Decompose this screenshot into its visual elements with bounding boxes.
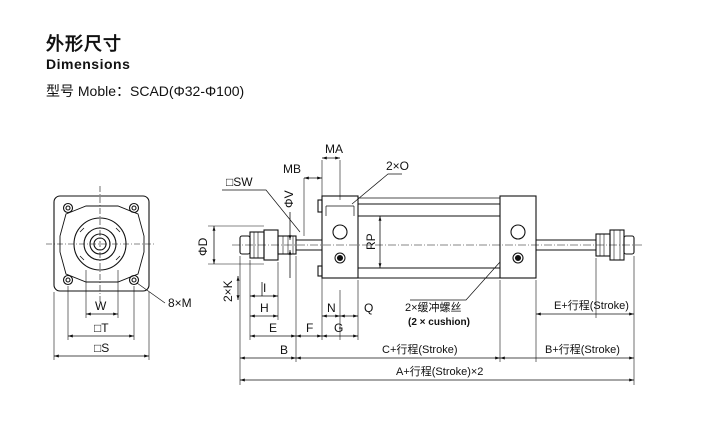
- dim-E-stroke: E+行程(Stroke): [554, 299, 629, 312]
- dim-G: G: [334, 321, 343, 335]
- dim-C-stroke: C+行程(Stroke): [382, 343, 458, 356]
- dim-B: B: [280, 343, 288, 357]
- dim-MA: MA: [325, 142, 343, 156]
- dim-SW: □SW: [226, 175, 253, 189]
- dim-B-stroke: B+行程(Stroke): [545, 343, 620, 356]
- dim-A-stroke: A+行程(Stroke)×2: [396, 365, 483, 378]
- dim-O: 2×O: [386, 159, 409, 173]
- dim-PhiD: ΦD: [196, 237, 210, 256]
- title-english: Dimensions: [46, 56, 131, 72]
- dim-I: I: [263, 281, 266, 295]
- model-line: 型号 Moble：SCAD(Φ32-Φ100): [46, 83, 245, 99]
- dim-PhiV: ΦV: [282, 190, 296, 208]
- end-view: [46, 186, 166, 360]
- dim-M: 8×M: [168, 296, 192, 310]
- cushion-label-cn: 2×缓冲螺丝: [405, 300, 462, 314]
- cushion-label-en: (2 × cushion): [408, 317, 470, 328]
- dim-F: F: [306, 321, 313, 335]
- dim-RP: RP: [364, 233, 378, 250]
- dim-N: N: [327, 301, 336, 315]
- dim-K: 2×K: [221, 280, 235, 302]
- dim-T: □T: [94, 321, 109, 335]
- dim-H: H: [260, 301, 269, 315]
- dim-W: W: [95, 299, 107, 313]
- dim-S: □S: [94, 341, 109, 355]
- side-view-dimensions: [208, 156, 635, 385]
- title-chinese: 外形尺寸: [46, 34, 122, 54]
- dim-E: E: [269, 321, 277, 335]
- side-view: [232, 195, 642, 279]
- dim-Q: Q: [364, 301, 373, 315]
- dim-MB: MB: [283, 162, 301, 176]
